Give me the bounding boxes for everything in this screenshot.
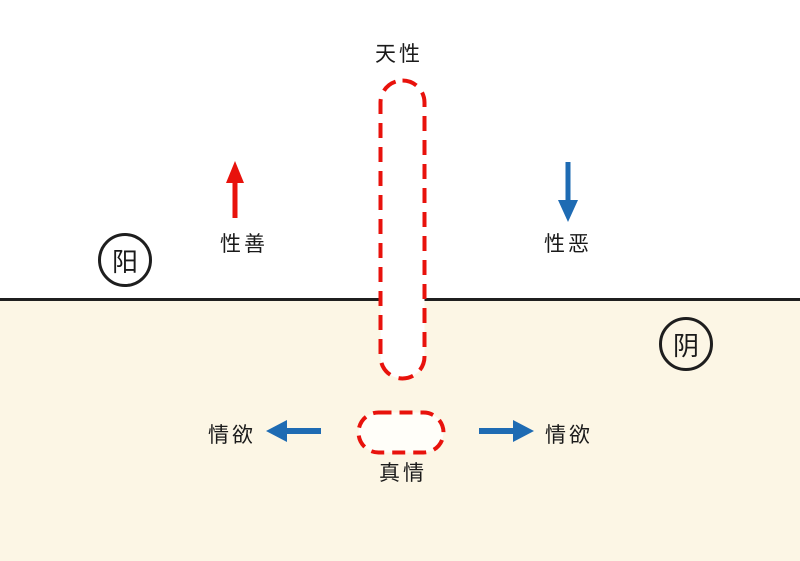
desire-right-arrow-icon — [479, 420, 534, 442]
xingshan-label: 性善 — [220, 233, 268, 256]
zhenqing-label: 真情 — [379, 462, 427, 485]
yang-label: 阳 — [111, 246, 138, 277]
tianxing-label: 天性 — [375, 43, 423, 66]
yang-badge: 阳 — [98, 233, 152, 287]
yin-label: 阴 — [672, 330, 699, 361]
evil-nature-down-arrow-icon — [558, 162, 578, 222]
zhenqing-pill — [356, 410, 446, 455]
tianxing-capsule — [378, 78, 427, 381]
desire-left-arrow-icon — [266, 420, 321, 442]
good-nature-up-arrow-icon — [226, 161, 244, 218]
xinge-label: 性恶 — [544, 233, 592, 256]
qingyu-left-label: 情欲 — [208, 424, 256, 447]
qingyu-right-label: 情欲 — [545, 424, 593, 447]
yin-badge: 阴 — [659, 317, 713, 371]
